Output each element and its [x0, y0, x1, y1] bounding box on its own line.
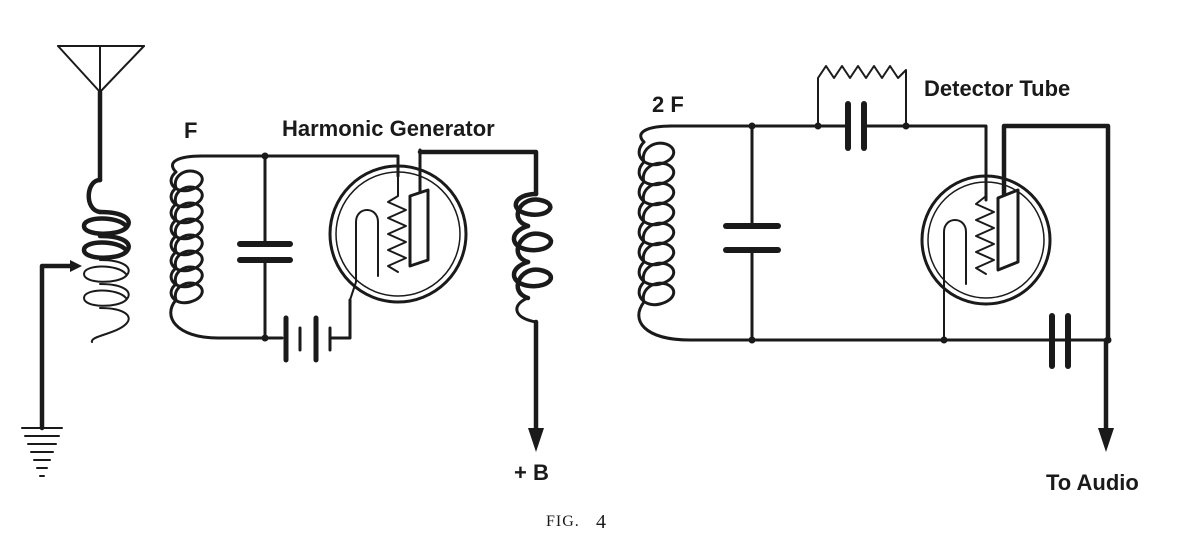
- bias-battery-icon: [283, 298, 352, 363]
- label-detector-tube: Detector Tube: [924, 76, 1070, 101]
- harmonic-generator-tube-icon: [328, 148, 468, 304]
- label-harmonic-generator: Harmonic Generator: [282, 116, 495, 141]
- figure-caption-word: FIG.: [546, 513, 580, 530]
- output-bypass-capacitor: [940, 313, 1114, 452]
- tuned-circuit-f: [169, 152, 400, 342]
- detector-tube-icon: [920, 123, 1111, 343]
- label-2f: 2 F: [652, 92, 684, 117]
- antenna-coupling-coil: [81, 177, 131, 343]
- tuned-circuit-2f: [637, 122, 1108, 344]
- figure-caption-number: 4: [596, 511, 606, 533]
- antenna-icon: [57, 45, 145, 183]
- coil-tap-arrow: [39, 260, 82, 431]
- ground-icon: [21, 427, 63, 477]
- label-to-audio: To Audio: [1046, 470, 1139, 495]
- label-f: F: [184, 118, 197, 143]
- output-transformer-coil: [417, 149, 554, 452]
- label-plus-b: + B: [514, 460, 549, 485]
